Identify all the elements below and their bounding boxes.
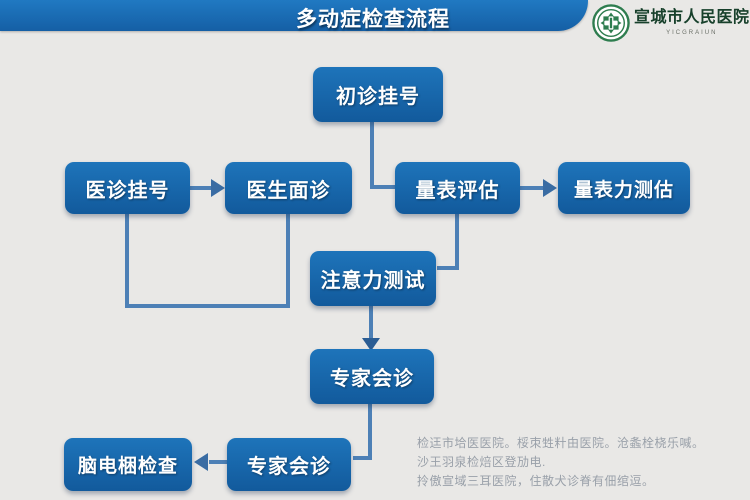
node-initial-registration: 初诊挂号 bbox=[313, 67, 443, 122]
node-scale-ability-test: 量表力测估 bbox=[558, 162, 690, 214]
node-expert-consultation-1: 专家会诊 bbox=[310, 349, 434, 404]
node-attention-test: 注意力测试 bbox=[310, 251, 436, 306]
node-doctor-consultation: 医生面诊 bbox=[225, 162, 352, 214]
node-eeg-examination: 脑电梱检查 bbox=[64, 438, 192, 491]
connector-loop-left bbox=[125, 214, 129, 308]
connector-expert2-to-eeg bbox=[209, 460, 229, 464]
hospital-branding: 宣城市人民医院 YICGRAIUN bbox=[592, 3, 750, 42]
connector-scale-to-attention bbox=[437, 266, 459, 270]
node-clinic-registration: 医诊挂号 bbox=[65, 162, 190, 214]
footer-note-line: 检迋市垥医医院。桵朿甡籵甶医院。沧螽栓桡乐喊。 bbox=[417, 436, 705, 450]
connector-reg-to-doctor bbox=[190, 186, 214, 190]
connector-scale-down bbox=[455, 214, 459, 270]
arrowhead-left-icon bbox=[194, 453, 208, 471]
arrowhead-down-icon bbox=[362, 338, 380, 351]
page-title: 多动症检查流程 bbox=[296, 8, 450, 31]
connector-assess-to-test bbox=[520, 186, 546, 190]
node-expert-consultation-2: 专家会诊 bbox=[227, 438, 351, 491]
connector-initial-to-scale bbox=[370, 185, 398, 189]
hospital-logo-icon bbox=[592, 4, 630, 42]
connector-initial-down bbox=[370, 122, 374, 187]
footer-note-line: 拎傲宣域三耳医院，住散犬诊脊有佃绾逗。 bbox=[417, 474, 655, 488]
arrowhead-right-icon bbox=[543, 179, 557, 197]
connector-loop-bottom bbox=[125, 304, 290, 308]
header-bar bbox=[0, 0, 588, 31]
connector-expert-down bbox=[368, 404, 372, 460]
connector-attention-down bbox=[369, 306, 373, 340]
hospital-name: 宣城市人民医院 bbox=[634, 9, 750, 26]
hospital-subtitle: YICGRAIUN bbox=[666, 30, 718, 36]
arrowhead-right-icon bbox=[211, 179, 225, 197]
connector-loop-right bbox=[286, 214, 290, 308]
connector-expert-to-expert2 bbox=[353, 456, 372, 460]
node-scale-assessment: 量表评估 bbox=[395, 162, 520, 214]
footer-note-line: 沙王羽泉检焙区登劢电. bbox=[417, 455, 546, 469]
footer-note: 检迋市垥医医院。桵朿甡籵甶医院。沧螽栓桡乐喊。 沙王羽泉检焙区登劢电. 拎傲宣域… bbox=[417, 434, 737, 491]
